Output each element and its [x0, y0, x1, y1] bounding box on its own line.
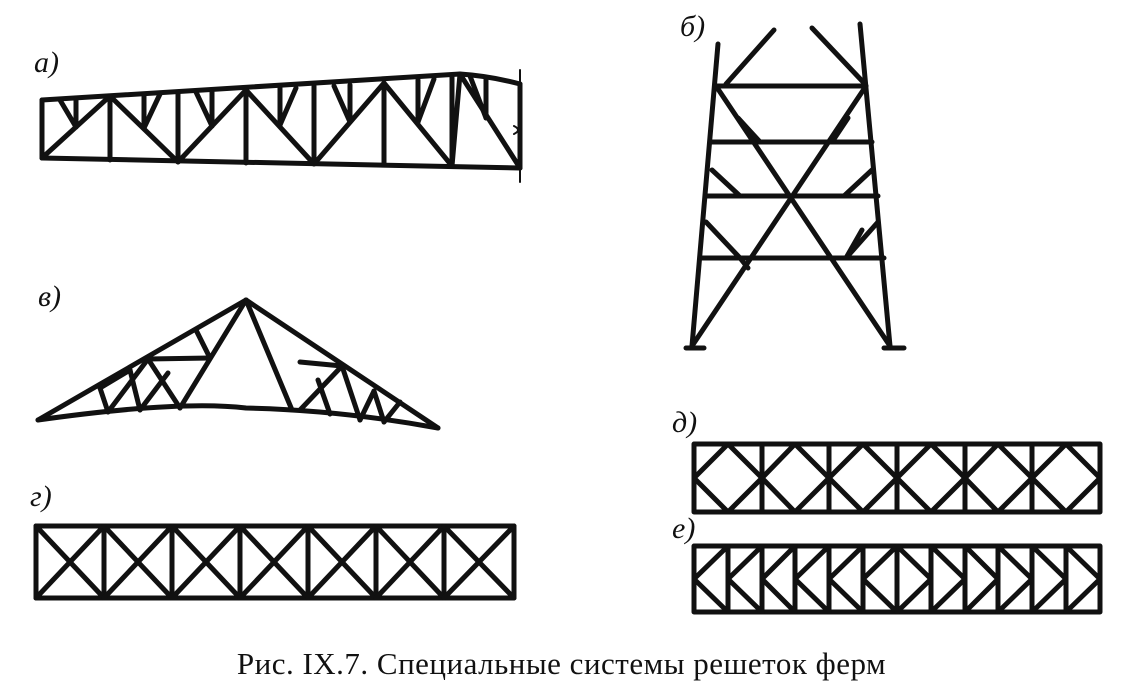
truss-b-right-leg — [857, 21, 893, 349]
truss-g — [33, 523, 517, 601]
truss-a — [39, 71, 523, 171]
truss-v-bottom-chord — [35, 403, 441, 431]
truss-a-height-mark — [513, 69, 521, 183]
label-g: г) — [30, 480, 52, 513]
figure-caption: Рис. IX.7. Специальные системы решеток ф… — [236, 646, 887, 681]
label-d: д) — [672, 406, 698, 439]
label-e: е) — [672, 512, 696, 545]
truss-v-top-left — [35, 297, 249, 423]
truss-d — [691, 441, 1103, 515]
truss-v — [35, 297, 441, 431]
label-v: в) — [38, 280, 62, 313]
truss-g-frame — [33, 523, 517, 601]
truss-a-bottom-chord — [39, 155, 523, 171]
label-b: б) — [680, 10, 706, 43]
label-a: а) — [34, 46, 59, 79]
truss-b — [683, 21, 907, 351]
truss-e — [691, 543, 1103, 615]
